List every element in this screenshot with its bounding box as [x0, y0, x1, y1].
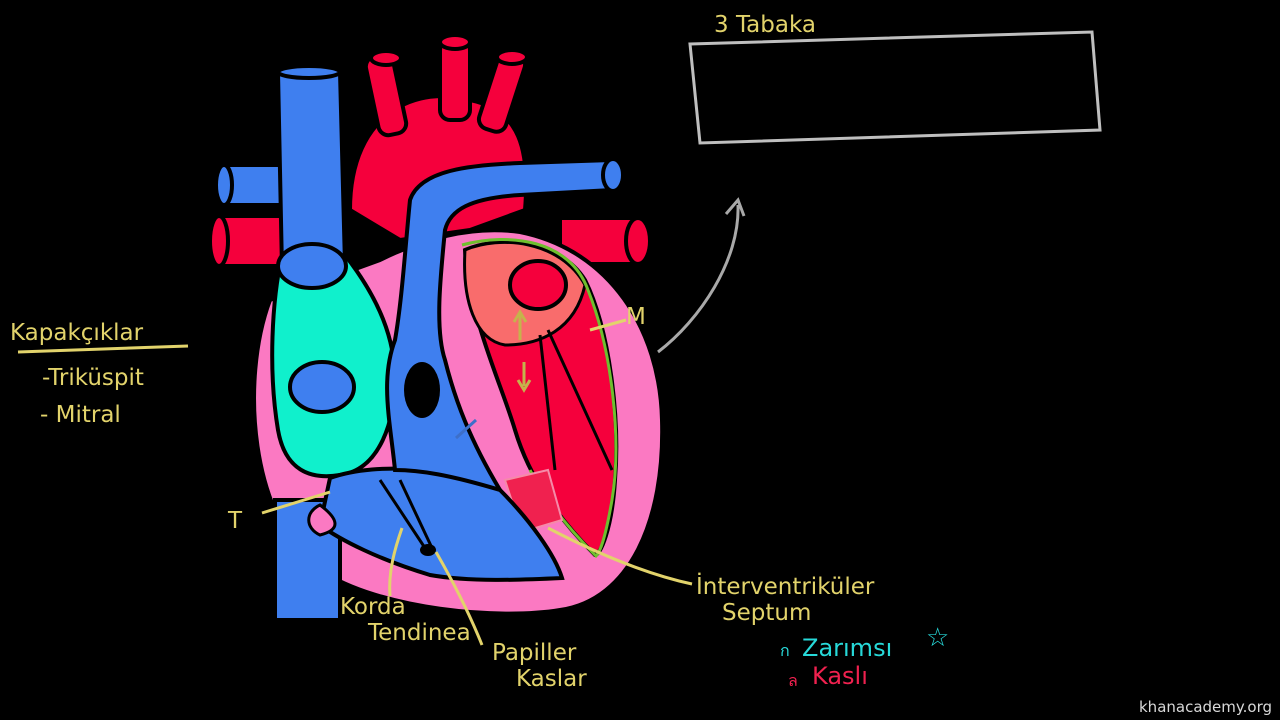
chordae-label-line2: Tendinea: [367, 620, 471, 646]
valves-heading: Kapakçıklar: [10, 320, 144, 346]
tricuspid-label: T: [227, 508, 243, 534]
legend: ก Zarımsı ☆ ล Kaslı: [780, 623, 949, 690]
legend-muscular-label: Kaslı: [812, 662, 868, 690]
papillary-label-line2: Kaslar: [516, 666, 587, 692]
valve-item-mitral: - Mitral: [40, 402, 121, 428]
papillary-label-line1: Papiller: [492, 640, 577, 666]
watermark: khanacademy.org: [1139, 698, 1272, 716]
mitral-label: M: [626, 304, 646, 330]
septum-label-line1: İnterventriküler: [696, 572, 875, 600]
chordae-label-line1: Korda: [340, 594, 406, 620]
left-heart: [461, 238, 619, 559]
septum-label-line2: Septum: [722, 600, 811, 626]
valves-underline: [17, 344, 189, 354]
mitral-valve-arrows: [454, 309, 532, 440]
layers-box: [688, 30, 1102, 145]
legend-membranous-marker: ก: [780, 641, 790, 660]
vena-cava: [273, 64, 348, 622]
legend-membranous-label: Zarımsı: [802, 634, 892, 662]
label-pointers: [261, 318, 693, 646]
legend-muscular-marker: ล: [788, 671, 798, 690]
star-icon: ☆: [926, 623, 949, 653]
aorta: [347, 33, 529, 243]
layers-title: 3 Tabaka: [714, 12, 816, 38]
valve-item-tricuspid: -Triküspit: [42, 365, 144, 391]
pulmonary-trunk: [385, 157, 625, 494]
